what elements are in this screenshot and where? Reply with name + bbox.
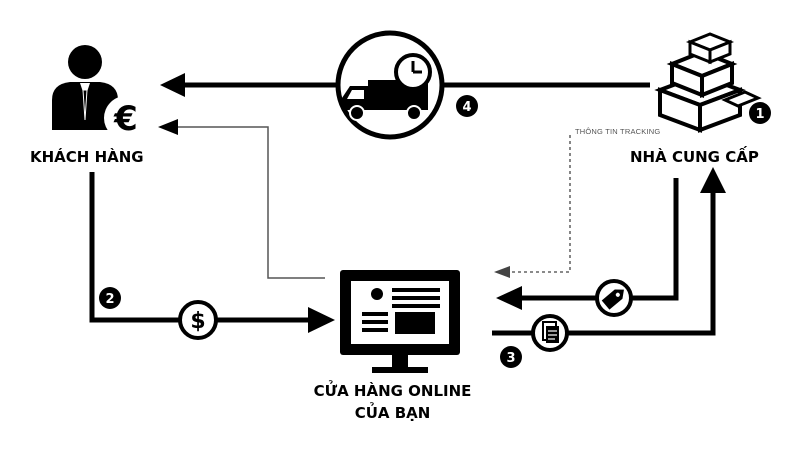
delivery-truck-icon: [335, 30, 445, 140]
step-badge-2: 2: [99, 287, 121, 309]
dollar-coin-icon: $: [178, 300, 218, 340]
supplier-boxes-icon: [654, 32, 762, 133]
online-store-monitor-icon: [340, 270, 460, 373]
flow-tracking-line: [494, 135, 571, 278]
price-tag-icon: [595, 279, 633, 317]
tracking-info-label: THÔNG TIN TRACKING: [575, 127, 661, 136]
supplier-label: NHÀ CUNG CẤP: [630, 148, 759, 166]
flow-supplier-to-store-line: [496, 178, 679, 310]
svg-text:4: 4: [462, 100, 471, 115]
online-store-label-line2: CỦA BẠN: [354, 404, 431, 422]
online-store-label: CỬA HÀNG ONLINE CỦA BẠN: [305, 380, 480, 424]
step-badge-1: 1: [749, 102, 771, 124]
customer-icon: €: [52, 45, 148, 140]
order-document-icon: [531, 314, 569, 352]
svg-text:$: $: [190, 309, 205, 334]
flow-payment-line: [89, 172, 335, 333]
online-store-label-line1: CỬA HÀNG ONLINE: [313, 382, 472, 400]
svg-text:2: 2: [105, 292, 114, 307]
euro-icon: €: [113, 99, 138, 139]
flow-store-to-customer-line: [158, 119, 325, 279]
step-badge-3: 3: [500, 346, 522, 368]
customer-label: KHÁCH HÀNG: [30, 148, 144, 166]
step-badge-4: 4: [456, 95, 478, 117]
svg-text:3: 3: [506, 351, 515, 366]
svg-text:1: 1: [755, 107, 764, 122]
